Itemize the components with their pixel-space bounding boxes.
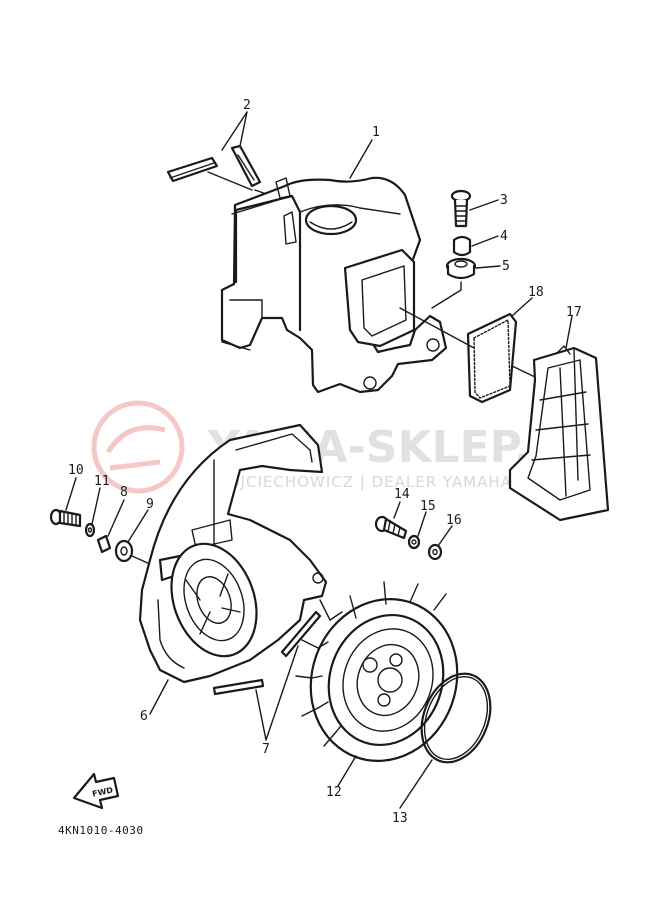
part-15-washer — [407, 534, 421, 550]
part-9-grommet — [114, 539, 134, 563]
watermark-subtitle: WOJCIECHOWICZ | DEALER YAMAHA — [212, 473, 512, 491]
callout-3: 3 — [500, 193, 508, 208]
part-10-bolt — [49, 508, 82, 528]
part-18-seal — [399, 307, 536, 404]
callout-4: 4 — [500, 229, 508, 244]
callout-1: 1 — [372, 125, 380, 140]
diagram-code: 4KN1010-4030 — [58, 824, 143, 837]
part-2-clips — [166, 144, 273, 197]
callout-16: 16 — [446, 513, 462, 528]
callout-9: 9 — [146, 497, 154, 512]
part-14-screw — [374, 515, 408, 540]
part-11-washer — [84, 522, 96, 538]
part-5-grommet — [445, 257, 477, 280]
watermark-logo — [91, 400, 185, 494]
callout-labels: 1 2 3 4 5 6 7 8 9 10 11 12 13 14 15 16 1… — [68, 98, 582, 826]
part-12-cooling-fan — [295, 581, 459, 762]
part-6-air-shroud — [138, 423, 328, 684]
part-4-collar — [452, 235, 472, 257]
callout-10: 10 — [68, 463, 84, 478]
fwd-label: FWD — [91, 785, 114, 798]
callout-7: 7 — [262, 742, 270, 757]
callout-8: 8 — [120, 485, 128, 500]
callout-12: 12 — [326, 785, 342, 800]
callout-6: 6 — [140, 709, 148, 724]
part-7-seals — [212, 610, 322, 696]
callout-2: 2 — [243, 98, 251, 113]
leader-lines — [65, 111, 573, 809]
callout-18: 18 — [528, 285, 544, 300]
part-17-screen — [508, 345, 610, 522]
callout-11: 11 — [94, 474, 110, 489]
part-16-washer — [427, 543, 443, 561]
callout-15: 15 — [420, 499, 436, 514]
callout-5: 5 — [502, 259, 510, 274]
fwd-arrow-icon: FWD — [72, 772, 120, 810]
part-1-shroud — [220, 176, 448, 394]
part-13-o-ring — [420, 672, 492, 764]
callout-14: 14 — [394, 487, 410, 502]
part-8-collar — [96, 534, 112, 554]
callout-13: 13 — [392, 811, 408, 826]
part-3-bolt — [450, 189, 472, 228]
callout-17: 17 — [566, 305, 582, 320]
